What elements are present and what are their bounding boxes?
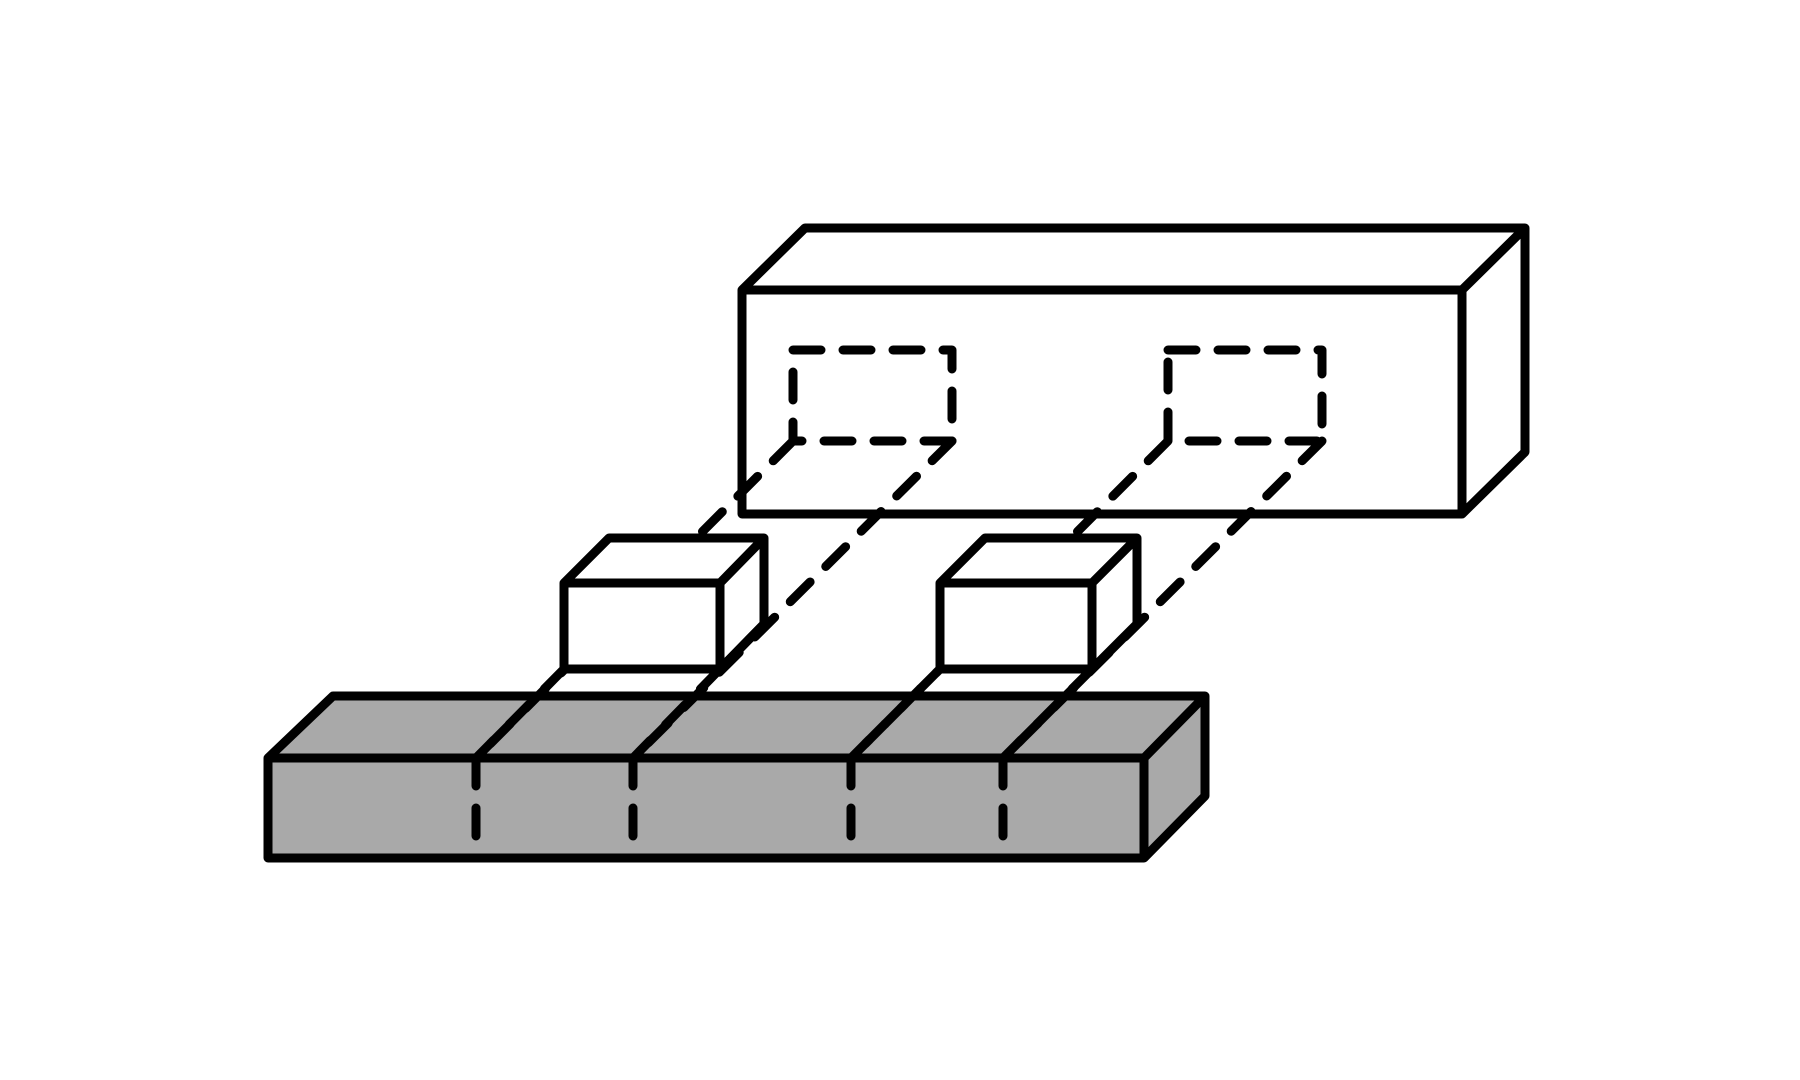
base-beam-side-face — [1144, 696, 1205, 858]
left-block-top-face — [564, 538, 764, 583]
top-beam-edges — [737, 223, 1530, 519]
top-beam — [737, 223, 1530, 519]
projection-line-2-lower — [628, 664, 725, 763]
projection-line-3-lower — [846, 664, 945, 763]
right-block-front-face — [940, 583, 1092, 669]
right-block — [935, 533, 1142, 674]
base-beam-top-face — [268, 696, 1205, 758]
right-block-top-face — [940, 538, 1137, 583]
left-block-front-face — [564, 583, 720, 669]
top-beam-recess-left — [788, 345, 957, 446]
left-block-back-diagonal — [715, 619, 769, 674]
top-beam-recess-right — [1163, 345, 1327, 446]
right-block-back-diagonal — [1087, 619, 1142, 674]
projection-line-4-lower — [998, 664, 1097, 763]
projection-line-1-lower — [471, 664, 569, 763]
left-block-side-face — [720, 538, 764, 669]
base-beam-front-face — [268, 758, 1144, 858]
hidden-lines-lower — [471, 619, 1142, 763]
right-block-side-face — [1092, 538, 1137, 669]
base-beam — [263, 691, 1210, 863]
